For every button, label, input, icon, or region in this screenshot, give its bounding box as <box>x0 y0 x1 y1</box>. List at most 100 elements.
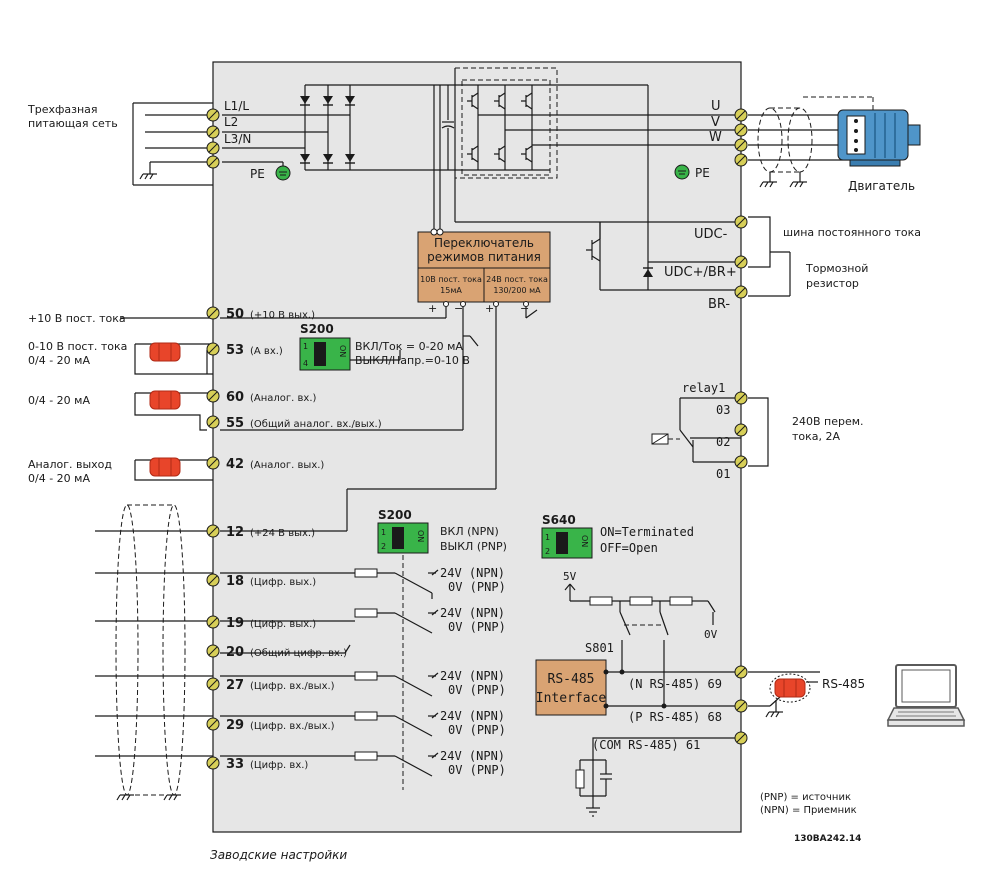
terminal-description: (Общий цифр. вх.) <box>250 648 347 659</box>
legend-pnp: (PNP) = источник <box>760 792 851 803</box>
rs485-0v: 0V <box>704 628 718 641</box>
rs485-circuit: 5V 0V S801 RS-485 Interface (N RS-485) 6… <box>535 570 741 817</box>
rs485-block-1: RS-485 <box>548 672 595 687</box>
terminal-number: 12 <box>226 525 244 540</box>
terminal-screw-icon <box>206 456 220 470</box>
npn-label-2: 24V (NPN) <box>440 669 505 683</box>
terminal-udc-minus <box>734 215 748 229</box>
label-l1: L1/L <box>224 99 249 113</box>
s200-switch-analog: S200 1 4 ON ВКЛ/Ток = 0-20 мА ВЫКЛ/Напр.… <box>299 322 470 371</box>
control-terminal-50: 50(+10 В вых.) <box>206 306 315 322</box>
terminal-screw-icon <box>206 415 220 429</box>
laptop-icon <box>886 664 966 727</box>
terminal-number: 60 <box>226 390 244 405</box>
terminal-description: (Цифр. вх./вых.) <box>250 681 335 692</box>
s200b-name: S200 <box>378 508 412 522</box>
control-terminal-53: 53 (А вх.) <box>206 342 283 358</box>
terminal-number: 27 <box>226 678 244 693</box>
label-udc-minus: UDC- <box>694 227 728 242</box>
rs485-block-2: Interface <box>536 691 607 706</box>
terminal-description: (Цифр. вых.) <box>250 577 316 588</box>
terminal-screw-icon <box>206 342 220 356</box>
s640-line1: ON=Terminated <box>600 525 694 539</box>
control-terminal-strip: 50(+10 В вых.) 53 (А вх.) 60 (Аналог. вх.) 55… <box>206 306 382 772</box>
svg-text:питающая сеть: питающая сеть <box>28 117 118 130</box>
terminal-description: (Цифр. вх./вых.) <box>250 721 335 732</box>
mains-wires <box>132 102 213 186</box>
terminal-description: (Цифр. вх.) <box>250 760 308 771</box>
rs485-t61: (COM RS-485) 61 <box>592 738 700 752</box>
label-u: U <box>711 99 721 114</box>
terminal-relay-02 <box>734 423 748 437</box>
label-udc-plus: UDC+/BR+ <box>664 265 737 280</box>
mode-switch-title-1: Переключатель <box>434 236 534 250</box>
label-pe-in: PE <box>250 167 265 181</box>
s640-switch: S640 1 2 ON ON=Terminated OFF=Open <box>541 513 694 559</box>
motor-icon <box>837 109 921 167</box>
svg-text:1: 1 <box>303 342 308 351</box>
svg-text:ON: ON <box>580 535 589 547</box>
control-terminal-29: 29 (Цифр. вх./вых.) <box>206 717 335 733</box>
svg-text:ON: ON <box>416 530 425 542</box>
npn-label-0: 24V (NPN) <box>440 566 505 580</box>
digital-io-circuitry <box>220 531 439 790</box>
pnp-label-3: 0V (PNP) <box>448 723 506 737</box>
rs485-ext-label: RS-485 <box>822 677 865 691</box>
control-terminal-33: 33(Цифр. вх.) <box>206 756 308 772</box>
terminal-number: 19 <box>226 616 244 631</box>
brake-circuit <box>550 84 741 291</box>
control-terminal-18: 18(Цифр. вых.) <box>206 573 316 589</box>
mode-left-line2: 15мА <box>440 286 462 295</box>
drawing-code: 130BA242.14 <box>794 834 861 844</box>
terminal-description: (Аналог. вых.) <box>250 460 324 471</box>
mode-left-line1: 10В пост. тока <box>420 275 482 284</box>
terminal-u <box>734 108 748 122</box>
mode-right-line1: 24В пост. тока <box>486 275 548 284</box>
pe-out-ground-icon <box>674 164 690 180</box>
terminal-screw-icon <box>206 306 220 320</box>
s200b-line1: ВКЛ (NPN) <box>440 525 499 538</box>
pnp-label-0: 0V (PNP) <box>448 580 506 594</box>
terminal-61 <box>734 731 748 745</box>
terminal-description: (Аналог. вх.) <box>250 393 317 404</box>
svg-text:1: 1 <box>381 528 386 537</box>
control-terminal-55: 55(Общий аналог. вх./вых.) <box>206 415 382 431</box>
terminal-screw-icon <box>206 677 220 691</box>
s801-label: S801 <box>585 641 614 655</box>
legend-npn: (NPN) = Приемник <box>760 805 857 816</box>
terminal-pe-in <box>206 155 220 169</box>
label-br-minus: BR- <box>708 297 730 312</box>
terminal-screw-icon <box>206 644 220 658</box>
dc-bus-bracket <box>748 216 791 297</box>
control-terminal-20: 20(Общий цифр. вх.) <box>206 644 347 660</box>
terminal-number: 55 <box>226 416 244 431</box>
relay-rating-1: 240В перем. <box>792 415 864 428</box>
label-v: V <box>711 115 720 130</box>
terminal-description: (А вх.) <box>250 346 283 357</box>
analog-out-label-1: Аналог. выход <box>28 458 112 471</box>
terminal-number: 29 <box>226 718 244 733</box>
svg-text:1: 1 <box>545 533 550 542</box>
terminal-number: 53 <box>226 343 244 358</box>
rs485-t68: (P RS-485) 68 <box>628 710 722 724</box>
motor-label: Двигатель <box>848 179 915 193</box>
motor-cable <box>748 96 874 188</box>
svg-text:−: − <box>520 302 529 315</box>
terminal-l1 <box>206 108 220 122</box>
s200a-line2: ВЫКЛ/Напр.=0-10 В <box>355 354 470 367</box>
control-terminal-60: 60 (Аналог. вх.) <box>206 389 317 405</box>
terminal-relay-03 <box>734 391 748 405</box>
terminal-screw-icon <box>206 615 220 629</box>
terminal-screw-icon <box>206 573 220 587</box>
caption: Заводские настройки <box>210 848 347 862</box>
terminal-number: 50 <box>226 307 244 322</box>
analog-in-60-label: 0/4 - 20 мА <box>28 394 90 407</box>
analog-out-label-2: 0/4 - 20 мА <box>28 472 90 485</box>
terminal-relay-01 <box>734 455 748 469</box>
svg-text:2: 2 <box>545 547 550 556</box>
inverter-igbt <box>454 67 741 223</box>
label-l3: L3/N <box>224 132 251 146</box>
relay-rating-2: тока, 2А <box>792 430 841 443</box>
terminal-v <box>734 123 748 137</box>
